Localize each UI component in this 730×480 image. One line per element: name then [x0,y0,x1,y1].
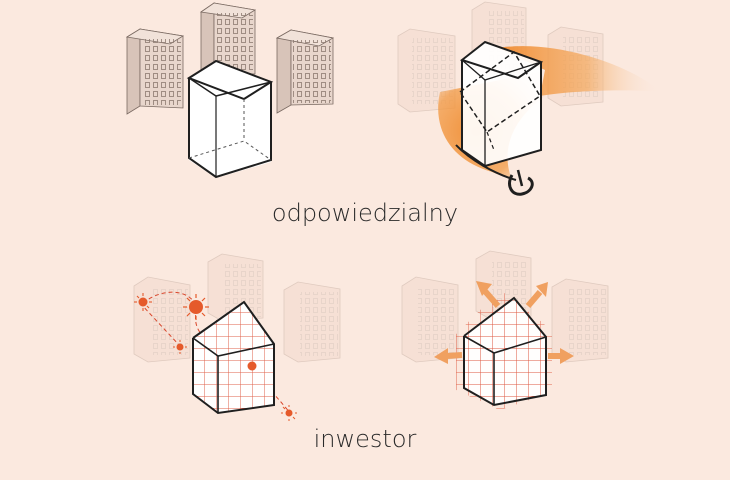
faded-building-right-c [551,278,609,363]
expansion-arrow-right [548,348,574,364]
house-with-grid-expanded [463,296,547,407]
background-building-middle [199,2,257,81]
panel-house-with-arrows [401,250,609,410]
caption-top: odpowiedzialny [272,199,458,227]
orange-shadow-swoosh [498,46,660,96]
panel-rotated-block-with-shadow [397,1,660,196]
sun-icon-small-mid [173,340,187,354]
expansion-arrow-up-right [525,282,548,308]
sun-icon-on-house [247,361,257,371]
expansion-arrow-up-left [476,281,501,308]
house-with-grid [192,300,275,415]
background-building-left [125,28,185,115]
background-building-right [275,29,335,114]
faded-building-left-c [401,276,459,363]
panel-house-with-sun-path [133,253,341,421]
main-block [186,59,274,179]
faded-building-middle-b [207,253,264,322]
expansion-arrow-left [434,348,463,364]
sun-icon-bottom [281,405,297,421]
faded-building-right-b [283,281,341,363]
caption-bottom: inwestor [314,425,417,453]
block-with-rotated-volume [458,40,544,168]
sword-icon [455,144,534,196]
sun-icon-small-left [134,293,152,311]
panel-massive-block [125,2,335,179]
sun-icon-large [183,294,209,320]
